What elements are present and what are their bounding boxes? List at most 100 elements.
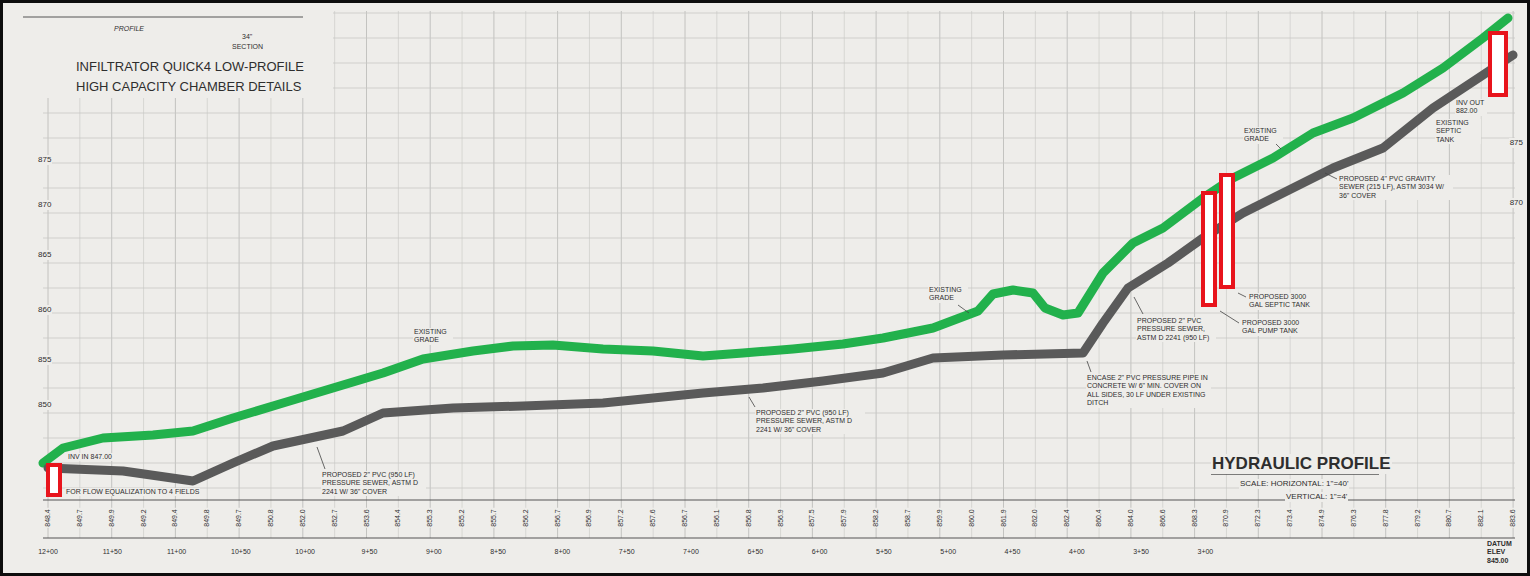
station-label: 6+50 <box>746 548 764 556</box>
elevation-value: 880.7 <box>1445 508 1453 528</box>
grid-line <box>43 238 1515 239</box>
grid-line <box>716 11 717 538</box>
datum-note: DATUM ELEV 845.00 <box>1486 540 1524 565</box>
elevation-value: 870.9 <box>1222 508 1230 528</box>
grid-line <box>43 138 1515 139</box>
grid-line <box>844 11 845 538</box>
text-layer: HYDRAULIC PROFILEPROFILE34"SECTIONINFILT… <box>3 3 1527 573</box>
elevation-value: 874.9 <box>1318 508 1326 528</box>
elevation-value: 873.4 <box>1286 508 1294 528</box>
station-label: 4+00 <box>1068 548 1086 556</box>
callout-note: FOR FLOW EQUALIZATION TO 4 FIELDS <box>65 488 200 496</box>
grid-line <box>939 11 940 538</box>
elevation-value: 856.1 <box>713 508 721 528</box>
callout-note: PROPOSED 4" PVC GRAVITY SEWER (215 LF), … <box>1338 175 1453 200</box>
grid-line <box>334 11 335 538</box>
grid-line <box>43 313 1515 314</box>
scale-note: VERTICAL: 1"=4' <box>1285 492 1348 502</box>
station-label: 3+00 <box>1197 548 1215 556</box>
elevation-value: 858.2 <box>872 508 880 528</box>
grid-line <box>333 88 1515 89</box>
grid-line <box>1449 11 1450 538</box>
elevation-value: 858.7 <box>904 508 912 528</box>
elevation-value: 856.9 <box>776 508 784 528</box>
callout-note: ENCASE 2" PVC PRESSURE PIPE IN CONCRETE … <box>1086 374 1211 408</box>
station-label: 7+50 <box>618 548 636 556</box>
elevation-value: 855.7 <box>490 508 498 528</box>
station-label: 11+00 <box>166 548 187 556</box>
elevation-value: 856.8 <box>744 508 752 528</box>
callout-note: EXISTING GRADE <box>928 286 968 303</box>
elevation-value: 877.8 <box>1381 508 1389 528</box>
elevation-value: 855.2 <box>458 508 466 528</box>
elevation-value: 856.7 <box>681 508 689 528</box>
grid-line <box>43 163 1515 164</box>
grid-line <box>302 98 303 538</box>
axis-value: 875 <box>1509 138 1524 148</box>
grid-line <box>621 11 622 538</box>
elevation-value: 857.9 <box>840 508 848 528</box>
grid-line <box>333 38 1515 39</box>
elevation-value: 876.3 <box>1350 508 1358 528</box>
grid-line <box>398 11 399 538</box>
station-label: 9+50 <box>361 548 379 556</box>
axis-value: 875 <box>37 155 52 165</box>
grid-line <box>493 11 494 538</box>
grid-line <box>43 338 1515 339</box>
elevation-value: 882.1 <box>1477 508 1485 528</box>
grid-line <box>1162 11 1163 538</box>
grid-line <box>270 98 271 538</box>
elevation-value: 872.3 <box>1254 508 1262 528</box>
grid-line <box>907 11 908 538</box>
grid-line <box>333 63 1515 64</box>
view-label: SECTION <box>231 43 264 51</box>
grid-line <box>43 288 1515 289</box>
elevation-value: 849.9 <box>107 508 115 528</box>
callout-note: PROPOSED 3000 GAL PUMP TANK <box>1241 319 1311 336</box>
callout-note: EXISTING GRADE <box>413 328 453 345</box>
grid-line <box>43 113 1515 114</box>
grid-line <box>175 98 176 538</box>
tank-markers <box>48 33 1506 495</box>
grid-lines <box>43 11 1515 538</box>
elevation-value: 857.5 <box>808 508 816 528</box>
callout-note: PROPOSED 3000 GAL SEPTIC TANK <box>1248 293 1318 310</box>
station-label: 8+00 <box>554 548 572 556</box>
detail-heading: INFILTRATOR QUICK4 LOW-PROFILE HIGH CAPA… <box>75 57 325 96</box>
station-label: 12+00 <box>37 548 59 556</box>
grid-line <box>685 11 686 538</box>
elevation-value: 854.4 <box>394 508 402 528</box>
station-label: 7+00 <box>682 548 700 556</box>
grid-line <box>333 13 1515 14</box>
axis-value: 855 <box>37 355 52 365</box>
grid-line <box>589 11 590 538</box>
grid-line <box>780 11 781 538</box>
existing-grade-line <box>43 18 1508 463</box>
axis-value: 860 <box>37 305 52 315</box>
grid-line <box>462 11 463 538</box>
grid-line <box>971 11 972 538</box>
station-label: 9+00 <box>425 548 443 556</box>
station-label: 6+00 <box>811 548 829 556</box>
grid-line <box>43 363 1515 364</box>
grid-line <box>1417 11 1418 538</box>
grid-line <box>1130 11 1131 538</box>
grid-line <box>43 438 1515 439</box>
grid-line <box>557 11 558 538</box>
elevation-value: 857.2 <box>617 508 625 528</box>
station-label: 3+50 <box>1132 548 1150 556</box>
grid-line <box>1481 11 1482 538</box>
elevation-value: 883.6 <box>1509 508 1517 528</box>
grid-line <box>239 98 240 538</box>
grid-line <box>653 11 654 538</box>
elevation-value: 861.9 <box>999 508 1007 528</box>
elevation-value: 853.6 <box>362 508 370 528</box>
elevation-value: 856.9 <box>585 508 593 528</box>
grid-line <box>430 11 431 538</box>
grid-line <box>876 11 877 538</box>
station-label: 10+00 <box>294 548 316 556</box>
grid-line <box>366 11 367 538</box>
grid-line <box>812 11 813 538</box>
elevation-value: 856.7 <box>553 508 561 528</box>
station-label: 5+50 <box>875 548 893 556</box>
